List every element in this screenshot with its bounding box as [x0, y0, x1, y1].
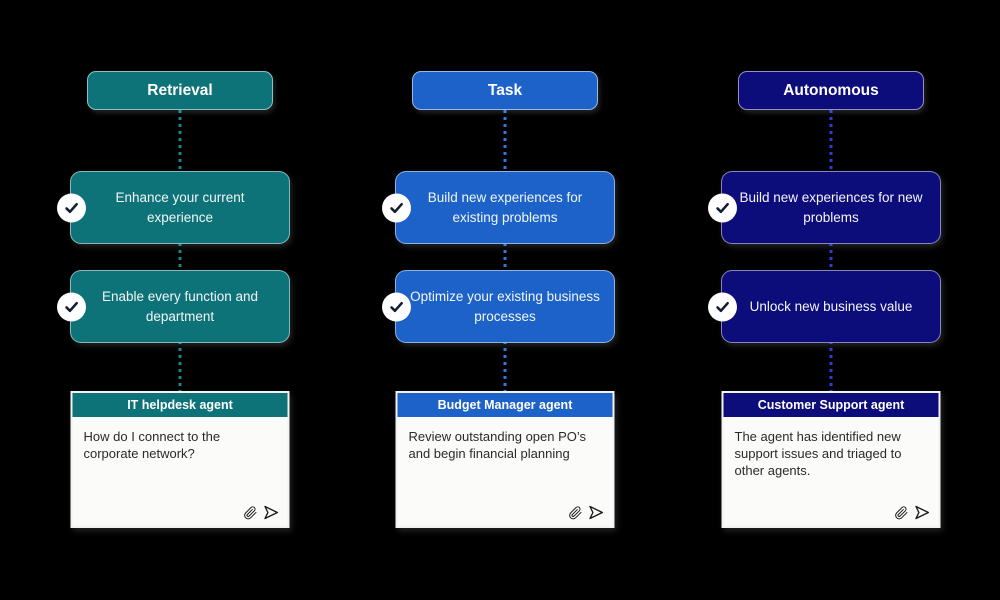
check-icon [64, 301, 78, 312]
column-retrieval: Retrieval Enhance your current experienc… [30, 0, 330, 600]
agent-message: How do I connect to the corporate networ… [83, 429, 221, 462]
column-title: Autonomous [783, 81, 879, 99]
agent-message: The agent has identified new support iss… [734, 429, 902, 479]
agent-card-title: Customer Support agent [723, 393, 939, 417]
dotted-connector [503, 110, 507, 393]
benefit-card: Optimize your existing business processe… [381, 270, 615, 343]
column-header: Retrieval [87, 71, 273, 110]
benefit-card-text: Enhance your current experience [115, 189, 245, 225]
check-badge [56, 193, 86, 222]
agent-card: Customer Support agent The agent has ide… [721, 391, 941, 528]
send-icon[interactable] [914, 504, 931, 521]
dotted-connector [178, 110, 182, 393]
benefit-card: Enable every function and department [56, 270, 290, 343]
benefit-card-text: Unlock new business value [749, 298, 913, 314]
send-icon[interactable] [588, 504, 605, 521]
agent-toolbar [244, 504, 280, 521]
agent-card-title: IT helpdesk agent [72, 393, 288, 417]
attachment-icon[interactable] [895, 505, 909, 520]
check-badge [56, 292, 86, 321]
check-icon [389, 202, 403, 213]
column-header: Autonomous [738, 71, 924, 110]
check-icon [64, 202, 78, 213]
attachment-icon[interactable] [244, 505, 258, 520]
check-icon [715, 301, 729, 312]
column-title: Task [487, 81, 523, 99]
agent-card-title: Budget Manager agent [397, 393, 613, 417]
attachment-icon[interactable] [569, 505, 583, 520]
agent-card: IT helpdesk agent How do I connect to th… [70, 391, 290, 528]
column-title: Retrieval [147, 81, 213, 99]
agent-card: Budget Manager agent Review outstanding … [395, 391, 615, 528]
benefit-card-text: Build new experiences for existing probl… [427, 189, 583, 225]
benefit-card-text: Build new experiences for new problems [739, 189, 923, 225]
check-badge [381, 292, 411, 321]
benefit-card-text: Optimize your existing business processe… [410, 288, 600, 324]
benefit-card-text: Enable every function and department [101, 288, 259, 324]
check-icon [389, 301, 403, 312]
agent-toolbar [895, 504, 931, 521]
agent-toolbar [569, 504, 605, 521]
benefit-card: Build new experiences for existing probl… [381, 171, 615, 244]
dotted-connector [829, 110, 833, 393]
check-badge [381, 193, 411, 222]
send-icon[interactable] [263, 504, 280, 521]
check-badge [707, 292, 737, 321]
agent-message: Review outstanding open PO’s and begin f… [408, 429, 587, 462]
benefit-card: Unlock new business value [707, 270, 941, 343]
benefit-card: Enhance your current experience [56, 171, 290, 244]
column-autonomous: Autonomous Build new experiences for new… [681, 0, 981, 600]
column-header: Task [412, 71, 598, 110]
check-icon [715, 202, 729, 213]
benefit-card: Build new experiences for new problems [707, 171, 941, 244]
column-task: Task Build new experiences for existing … [355, 0, 655, 600]
check-badge [707, 193, 737, 222]
